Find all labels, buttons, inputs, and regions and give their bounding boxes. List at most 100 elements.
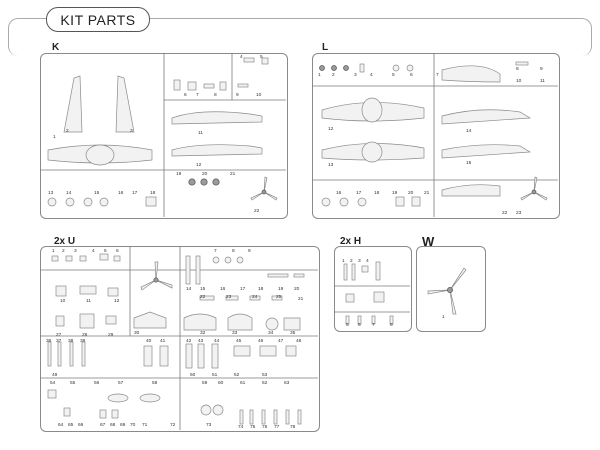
svg-text:28: 28 (82, 332, 88, 338)
svg-text:7: 7 (372, 322, 375, 328)
sprue-u-label: 2x U (54, 236, 76, 247)
svg-text:15: 15 (466, 160, 472, 166)
svg-text:43: 43 (198, 338, 204, 344)
svg-text:1: 1 (442, 314, 445, 320)
svg-text:4: 4 (370, 72, 373, 78)
header: KIT PARTS (8, 4, 592, 56)
svg-text:33: 33 (232, 330, 238, 336)
svg-text:2: 2 (66, 128, 69, 134)
svg-text:58: 58 (152, 380, 158, 386)
svg-text:6: 6 (410, 72, 413, 78)
svg-text:8: 8 (516, 66, 519, 72)
sprue-l-label: L (322, 42, 329, 53)
svg-text:2: 2 (62, 248, 65, 254)
svg-text:15: 15 (200, 286, 206, 292)
svg-text:61: 61 (240, 380, 246, 386)
svg-text:21: 21 (298, 296, 304, 302)
svg-text:27: 27 (56, 332, 62, 338)
svg-text:70: 70 (130, 422, 136, 428)
svg-text:8: 8 (232, 248, 235, 254)
svg-text:8: 8 (214, 92, 217, 98)
svg-text:65: 65 (68, 422, 74, 428)
svg-text:73: 73 (206, 422, 212, 428)
svg-text:4: 4 (240, 54, 243, 60)
page-frame (8, 18, 592, 56)
svg-text:18: 18 (258, 286, 264, 292)
svg-text:1: 1 (342, 258, 345, 264)
sprue-w-parts: 1 (427, 267, 467, 320)
svg-text:6: 6 (116, 248, 119, 254)
sprue-h-label: 2x H (340, 236, 362, 247)
page-title: KIT PARTS (46, 7, 150, 32)
svg-text:19: 19 (392, 190, 398, 196)
svg-text:67: 67 (100, 422, 106, 428)
svg-text:78: 78 (290, 424, 296, 430)
svg-text:7: 7 (436, 72, 439, 78)
svg-text:5: 5 (104, 248, 107, 254)
svg-text:68: 68 (110, 422, 116, 428)
svg-text:22: 22 (200, 294, 206, 300)
svg-text:51: 51 (212, 372, 218, 378)
svg-text:10: 10 (60, 298, 66, 304)
svg-text:4: 4 (92, 248, 95, 254)
svg-text:5: 5 (260, 54, 263, 60)
svg-text:29: 29 (108, 332, 114, 338)
svg-text:11: 11 (86, 298, 91, 304)
svg-text:59: 59 (202, 380, 208, 386)
svg-text:16: 16 (220, 286, 226, 292)
svg-text:10: 10 (516, 78, 522, 84)
svg-text:1: 1 (318, 72, 321, 78)
svg-text:74: 74 (238, 424, 244, 430)
svg-text:5: 5 (392, 72, 395, 78)
svg-text:13: 13 (48, 190, 54, 196)
svg-text:20: 20 (294, 286, 300, 292)
svg-text:38: 38 (68, 338, 74, 344)
svg-text:2: 2 (332, 72, 335, 78)
svg-text:19: 19 (176, 171, 182, 177)
svg-text:39: 39 (80, 338, 86, 344)
svg-text:21: 21 (230, 171, 236, 177)
sprue-l (312, 53, 560, 219)
svg-text:25: 25 (276, 294, 282, 300)
svg-text:20: 20 (202, 171, 208, 177)
svg-text:3: 3 (358, 258, 361, 264)
svg-text:16: 16 (118, 190, 124, 196)
svg-text:17: 17 (240, 286, 246, 292)
svg-text:45: 45 (236, 338, 242, 344)
svg-text:20: 20 (408, 190, 414, 196)
svg-text:21: 21 (424, 190, 430, 196)
sprue-k-label: K (52, 42, 60, 53)
svg-text:71: 71 (142, 422, 148, 428)
svg-text:8: 8 (390, 322, 393, 328)
svg-text:37: 37 (56, 338, 62, 344)
svg-text:75: 75 (250, 424, 256, 430)
svg-text:11: 11 (540, 78, 545, 84)
svg-text:15: 15 (94, 190, 100, 196)
svg-text:48: 48 (296, 338, 302, 344)
svg-text:12: 12 (328, 126, 334, 132)
svg-text:4: 4 (366, 258, 369, 264)
svg-text:42: 42 (186, 338, 192, 344)
svg-text:1: 1 (53, 134, 56, 140)
svg-text:50: 50 (190, 372, 196, 378)
svg-text:23: 23 (516, 210, 522, 216)
svg-text:64: 64 (58, 422, 64, 428)
svg-text:3: 3 (354, 72, 357, 78)
svg-text:22: 22 (254, 208, 260, 214)
svg-text:46: 46 (258, 338, 264, 344)
svg-text:34: 34 (268, 330, 274, 336)
svg-text:1: 1 (52, 248, 55, 254)
svg-text:5: 5 (346, 322, 349, 328)
svg-text:77: 77 (274, 424, 280, 430)
svg-text:12: 12 (196, 162, 202, 168)
svg-text:57: 57 (118, 380, 124, 386)
svg-text:60: 60 (218, 380, 224, 386)
svg-text:35: 35 (290, 330, 296, 336)
svg-text:19: 19 (278, 286, 284, 292)
svg-text:18: 18 (150, 190, 156, 196)
